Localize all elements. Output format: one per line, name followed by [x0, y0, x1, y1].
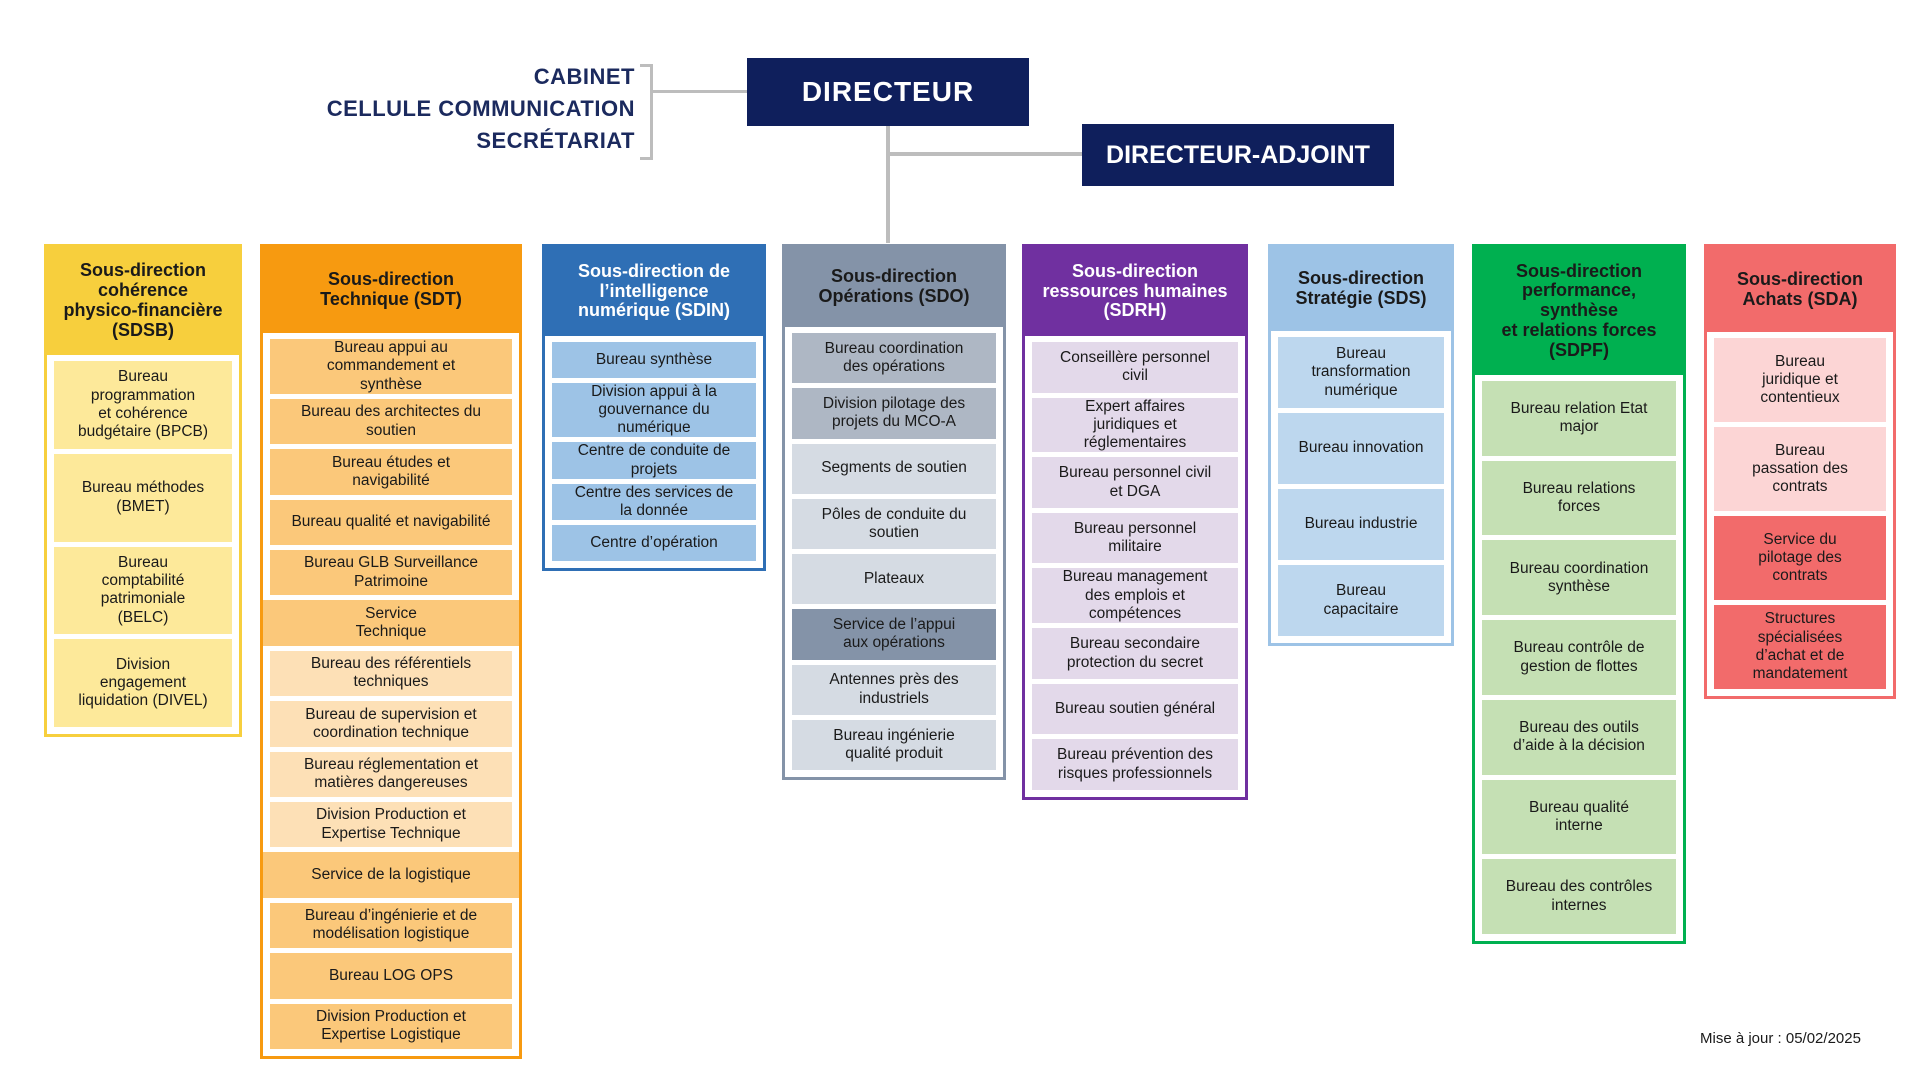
- staff-bracket: [640, 64, 653, 160]
- column-title: Sous-direction Achats (SDA): [1707, 247, 1893, 332]
- column-sds: Sous-direction Stratégie (SDS) Bureau tr…: [1268, 244, 1454, 646]
- column-title: Sous-direction Technique (SDT): [263, 247, 519, 333]
- staff-line-cabinet: CABINET: [533, 64, 635, 89]
- bureau-box: Bureau soutien général: [1032, 683, 1238, 735]
- bureau-box: Bureau LOG OPS: [270, 953, 512, 999]
- service-band: Service Technique: [263, 600, 519, 646]
- bureau-box: Bureau ingénierie qualité produit: [792, 719, 996, 770]
- bureau-box: Bureau personnel civil et DGA: [1032, 457, 1238, 508]
- column-sdo: Sous-direction Opérations (SDO) Bureau c…: [782, 244, 1006, 780]
- column-title: Sous-direction Opérations (SDO): [785, 247, 1003, 327]
- column-sdsb: Sous-direction cohérence physico-financi…: [44, 244, 242, 737]
- bureau-box: Centre des services de la donnée: [552, 483, 756, 521]
- column-body: Bureau programmation et cohérence budgét…: [47, 355, 239, 734]
- bureau-box: Division Production et Expertise Logisti…: [270, 1003, 512, 1049]
- update-date: Mise à jour : 05/02/2025: [1700, 1030, 1861, 1047]
- bureau-box: Bureau transformation numérique: [1278, 337, 1444, 408]
- service-band: Service de la logistique: [263, 852, 519, 898]
- bureau-box: Bureau relation Etat major: [1482, 381, 1676, 456]
- column-title: Sous-direction Stratégie (SDS): [1271, 247, 1451, 331]
- bureau-box: Division Production et Expertise Techniq…: [270, 801, 512, 848]
- bureau-box: Service du pilotage des contrats: [1714, 516, 1886, 600]
- bureau-box: Centre d’opération: [552, 525, 756, 561]
- deputy-box: DIRECTEUR-ADJOINT: [1082, 124, 1394, 186]
- bureau-box: Division appui à la gouvernance du numér…: [552, 382, 756, 438]
- bureau-box: Antennes près des industriels: [792, 664, 996, 715]
- bureau-box: Bureau capacitaire: [1278, 565, 1444, 636]
- bureau-box: Bureau management des emplois et compéte…: [1032, 568, 1238, 624]
- bureau-box: Bureau études et navigabilité: [270, 449, 512, 495]
- bureau-box: Bureau passation des contrats: [1714, 427, 1886, 511]
- column-sdin: Sous-direction de l’intelligence numériq…: [542, 244, 766, 571]
- bureau-box: Structures spécialisées d’achat et de ma…: [1714, 605, 1886, 689]
- bureau-box: Bureau personnel militaire: [1032, 512, 1238, 564]
- column-body: Bureau appui au commandement et synthèse…: [263, 333, 519, 1056]
- staff-line-secretariat: SECRÉTARIAT: [476, 128, 635, 153]
- bureau-box: Bureau méthodes (BMET): [54, 453, 232, 542]
- bureau-box: Bureau appui au commandement et synthèse: [270, 339, 512, 394]
- bureau-box: Division engagement liquidation (DIVEL): [54, 639, 232, 727]
- staff-connector: [653, 90, 747, 93]
- bureau-box: Bureau synthèse: [552, 342, 756, 378]
- bureau-box: Segments de soutien: [792, 443, 996, 494]
- column-sdrh: Sous-direction ressources humaines (SDRH…: [1022, 244, 1248, 800]
- director-vertical-connector: [886, 126, 890, 243]
- bureau-box: Bureau des référentiels techniques: [270, 650, 512, 697]
- column-title: Sous-direction de l’intelligence numériq…: [545, 247, 763, 336]
- bureau-box: Bureau qualité interne: [1482, 779, 1676, 855]
- bureau-box: Bureau des outils d’aide à la décision: [1482, 699, 1676, 775]
- bureau-box: Bureau prévention des risques profession…: [1032, 739, 1238, 790]
- bureau-box: Bureau d’ingénierie et de modélisation l…: [270, 902, 512, 949]
- bureau-box: Bureau industrie: [1278, 489, 1444, 560]
- column-title: Sous-direction cohérence physico-financi…: [47, 247, 239, 355]
- bureau-box: Bureau innovation: [1278, 413, 1444, 484]
- column-sda: Sous-direction Achats (SDA) Bureau jurid…: [1704, 244, 1896, 699]
- bureau-box: Centre de conduite de projets: [552, 442, 756, 479]
- bureau-box: Service de l’appui aux opérations: [792, 609, 996, 660]
- column-sdpf: Sous-direction performance, synthèse et …: [1472, 244, 1686, 944]
- bureau-box: Bureau des architectes du soutien: [270, 398, 512, 445]
- bureau-box: Bureau coordination synthèse: [1482, 540, 1676, 616]
- bureau-box: Division pilotage des projets du MCO-A: [792, 388, 996, 439]
- deputy-connector: [888, 152, 1082, 156]
- bureau-box: Bureau de supervision et coordination te…: [270, 701, 512, 747]
- bureau-box: Bureau coordination des opérations: [792, 333, 996, 384]
- bureau-box: Bureau GLB Surveillance Patrimoine: [270, 550, 512, 596]
- staff-line-communication: CELLULE COMMUNICATION: [326, 96, 635, 121]
- column-title: Sous-direction ressources humaines (SDRH…: [1025, 247, 1245, 336]
- column-title: Sous-direction performance, synthèse et …: [1475, 247, 1683, 375]
- bureau-box: Bureau relations forces: [1482, 460, 1676, 536]
- bureau-box: Bureau secondaire protection du secret: [1032, 628, 1238, 679]
- bureau-box: Pôles de conduite du soutien: [792, 498, 996, 549]
- bureau-box: Bureau réglementation et matières danger…: [270, 751, 512, 797]
- bureau-box: Bureau juridique et contentieux: [1714, 338, 1886, 422]
- column-sdt: Sous-direction Technique (SDT) Bureau ap…: [260, 244, 522, 1059]
- bureau-box: Bureau des contrôles internes: [1482, 859, 1676, 935]
- bureau-box: Plateaux: [792, 554, 996, 605]
- bureau-box: Bureau qualité et navigabilité: [270, 499, 512, 546]
- bureau-box: Expert affaires juridiques et réglementa…: [1032, 397, 1238, 453]
- bureau-box: Bureau programmation et cohérence budgét…: [54, 361, 232, 449]
- bureau-box: Bureau comptabilité patrimoniale (BELC): [54, 546, 232, 635]
- director-box: DIRECTEUR: [747, 58, 1029, 126]
- bureau-box: Bureau contrôle de gestion de flottes: [1482, 620, 1676, 695]
- bureau-box: Conseillère personnel civil: [1032, 342, 1238, 393]
